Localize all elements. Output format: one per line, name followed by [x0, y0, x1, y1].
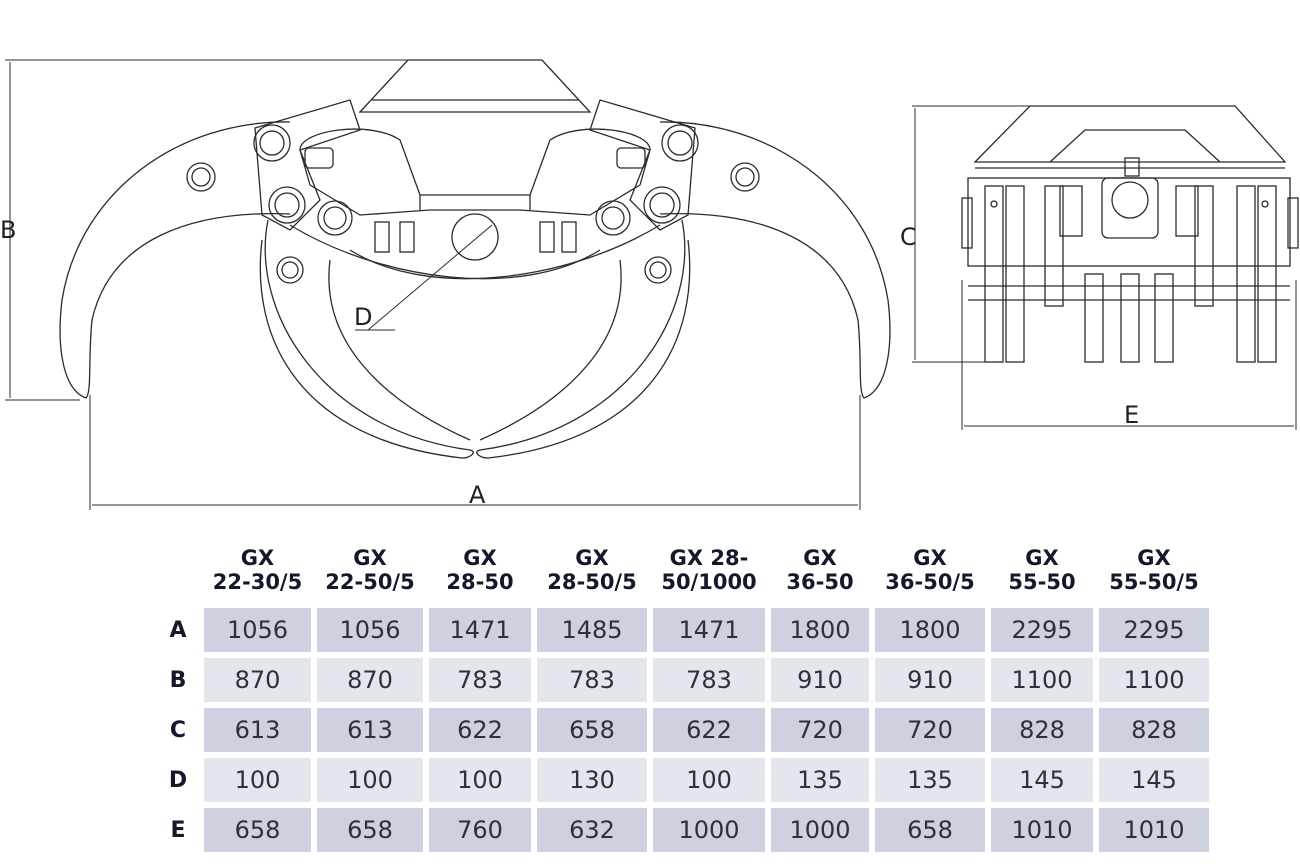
- model-header: GX 28- 50/1000: [661, 546, 757, 594]
- table-cell: 100: [653, 758, 765, 802]
- table-cell: 145: [1099, 758, 1209, 802]
- table-cell: 1800: [771, 608, 869, 652]
- table-cell: 130: [537, 758, 647, 802]
- table-cell: 1100: [991, 658, 1093, 702]
- table-cell: 870: [317, 658, 423, 702]
- dimension-d-label: D: [354, 303, 372, 331]
- table-cell: 783: [429, 658, 531, 702]
- table-cell: 1000: [771, 808, 869, 852]
- table-cell: 1100: [1099, 658, 1209, 702]
- grapple-technical-drawing: B A D C E: [0, 59, 1299, 510]
- table-cell: 658: [317, 808, 423, 852]
- table-cell: 658: [537, 708, 647, 752]
- dimensions-table: GX 22-30/5 GX 22-50/5 GX 28-50 GX 28-50/…: [152, 540, 1215, 858]
- table-cell: 720: [771, 708, 869, 752]
- model-header: GX 22-50/5: [325, 546, 415, 594]
- table-cell: 613: [317, 708, 423, 752]
- model-header: GX 28-50/5: [547, 546, 637, 594]
- table-cell: 100: [317, 758, 423, 802]
- grapple-side-view: [912, 105, 1299, 430]
- table-cell: 720: [875, 708, 985, 752]
- table-cell: 1000: [653, 808, 765, 852]
- row-label: D: [168, 767, 188, 793]
- model-header: GX 22-30/5: [212, 546, 303, 594]
- table-cell: 828: [991, 708, 1093, 752]
- table-cell: 1056: [204, 608, 311, 652]
- table-cell: 1010: [1099, 808, 1209, 852]
- table-cell: 100: [429, 758, 531, 802]
- table-cell: 622: [429, 708, 531, 752]
- row-label: C: [169, 717, 187, 743]
- table-cell: 658: [204, 808, 311, 852]
- table-cell: 2295: [991, 608, 1093, 652]
- table-cell: 135: [771, 758, 869, 802]
- table-cell: 760: [429, 808, 531, 852]
- table-cell: 135: [875, 758, 985, 802]
- row-label: B: [169, 667, 187, 693]
- table-corner: [158, 546, 198, 602]
- model-header: GX 36-50/5: [885, 546, 975, 594]
- table-cell: 870: [204, 658, 311, 702]
- table-cell: 1485: [537, 608, 647, 652]
- model-header: GX 28-50: [446, 546, 514, 594]
- table-row: D 100 100 100 130 100 135 135 145 145: [158, 758, 1209, 802]
- table-cell: 632: [537, 808, 647, 852]
- model-header: GX 55-50: [1008, 546, 1076, 594]
- table-cell: 910: [771, 658, 869, 702]
- row-label: E: [170, 817, 186, 843]
- dimension-e-label: E: [1124, 401, 1139, 429]
- table-cell: 100: [204, 758, 311, 802]
- table-cell: 1056: [317, 608, 423, 652]
- table-cell: 783: [537, 658, 647, 702]
- table-cell: 1800: [875, 608, 985, 652]
- table-cell: 658: [875, 808, 985, 852]
- table-cell: 1471: [429, 608, 531, 652]
- table-cell: 145: [991, 758, 1093, 802]
- row-label: A: [169, 617, 187, 643]
- table-cell: 828: [1099, 708, 1209, 752]
- table-row: A 1056 1056 1471 1485 1471 1800 1800 229…: [158, 608, 1209, 652]
- table-cell: 1471: [653, 608, 765, 652]
- table-cell: 613: [204, 708, 311, 752]
- dimension-a-label: A: [469, 481, 486, 509]
- table-cell: 2295: [1099, 608, 1209, 652]
- dimension-c-label: C: [900, 223, 917, 251]
- grapple-front-view: [5, 59, 891, 510]
- model-header: GX 36-50: [786, 546, 854, 594]
- table-row: C 613 613 622 658 622 720 720 828 828: [158, 708, 1209, 752]
- table-cell: 910: [875, 658, 985, 702]
- model-header: GX 55-50/5: [1109, 546, 1199, 594]
- table-cell: 622: [653, 708, 765, 752]
- table-cell: 1010: [991, 808, 1093, 852]
- table-row: E 658 658 760 632 1000 1000 658 1010 101…: [158, 808, 1209, 852]
- dimension-b-label: B: [0, 216, 16, 244]
- table-header-row: GX 22-30/5 GX 22-50/5 GX 28-50 GX 28-50/…: [158, 546, 1209, 602]
- table-row: B 870 870 783 783 783 910 910 1100 1100: [158, 658, 1209, 702]
- table-cell: 783: [653, 658, 765, 702]
